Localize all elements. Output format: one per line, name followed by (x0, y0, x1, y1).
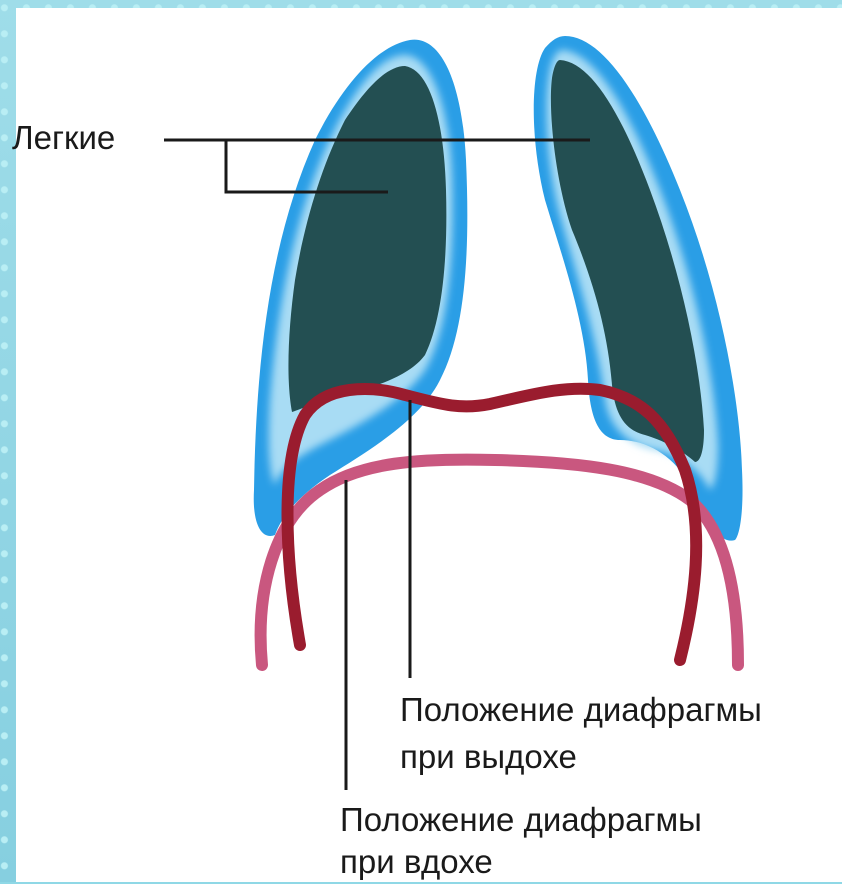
lungs-label: Легкие (12, 116, 115, 160)
inhale-label-line2: при вдохе (340, 840, 493, 884)
diaphragm-inhale-curve (261, 460, 738, 665)
inhale-label-line1: Положение диафрагмы (340, 798, 702, 842)
exhale-label-line1: Положение диафрагмы (400, 688, 762, 732)
exhale-label-line2: при выдохе (400, 735, 577, 779)
